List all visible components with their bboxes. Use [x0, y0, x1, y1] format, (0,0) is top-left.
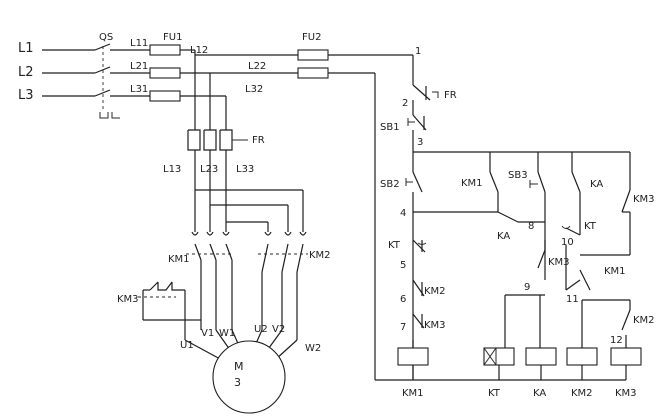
label-V2: V2 [272, 324, 285, 335]
label-FU2: FU2 [302, 32, 321, 43]
motor-M: M 3 [212, 340, 286, 414]
label-FU1: FU1 [163, 32, 182, 43]
label-SB2: SB2 [380, 179, 400, 190]
label-L23: L23 [200, 164, 218, 175]
coil-KA [525, 347, 557, 366]
label-KT-contact-top: KT [584, 221, 597, 232]
node-8: 8 [528, 221, 534, 232]
label-L1: L1 [18, 41, 34, 56]
label-KM1-contact-mid: KM1 [604, 266, 626, 277]
label-L2: L2 [18, 65, 34, 80]
button-SB3: SB3 [508, 152, 546, 280]
coil-KM2 [566, 347, 598, 366]
label-KM2-main: KM2 [309, 250, 331, 261]
node-12: 12 [610, 335, 623, 346]
label-KM3-main: KM3 [117, 294, 139, 305]
label-FR: FR [252, 135, 265, 146]
seal-in-KM1: KM1 [413, 151, 630, 212]
label-coil-KM2: KM2 [571, 388, 593, 399]
label-coil-KA: KA [533, 388, 546, 399]
label-L11: L11 [130, 38, 148, 49]
label-coil-KT: KT [488, 388, 501, 399]
label-KA-aux: KA [590, 179, 603, 190]
label-KM3-contact-mid: KM3 [548, 257, 570, 268]
supply-lines: L1 L2 L3 [18, 41, 95, 103]
label-W2: W2 [305, 343, 321, 354]
node-1: 1 [415, 46, 421, 57]
label-coil-KM3: KM3 [615, 388, 637, 399]
phase-wires [194, 50, 227, 130]
label-SB3: SB3 [508, 170, 528, 181]
contact-KT-top: KT 10 [561, 221, 597, 290]
label-U2: U2 [254, 324, 268, 335]
contactor-KM2-main: KM2 [258, 231, 331, 340]
node-10: 10 [561, 237, 574, 248]
coils: KM1 KT KA KM2 KM3 [375, 340, 642, 399]
motor-label-M: M [234, 360, 244, 373]
label-KM3-aux-top: KM3 [633, 194, 655, 205]
switch-QS: QS [94, 32, 150, 119]
thermal-relay-FR: FR L13 L23 L33 [163, 129, 265, 232]
label-KM2-interlock: KM2 [424, 286, 446, 297]
label-L22: L22 [248, 61, 266, 72]
label-KT-contact: KT [388, 240, 401, 251]
fuse-FU1: FU1 L11 L21 L31 [130, 32, 226, 102]
label-KM2-contact-right: KM2 [633, 315, 655, 326]
coil-KM1 [397, 347, 429, 366]
label-KM1-aux: KM1 [461, 178, 483, 189]
label-W1: W1 [219, 328, 235, 339]
node-5: 5 [400, 260, 406, 271]
node-3: 3 [417, 137, 423, 148]
chain-KT-KM2-KM3: KT 5 KM2 6 KM3 7 [388, 239, 446, 333]
label-L31: L31 [130, 84, 148, 95]
branch-node-11: KM1 11 KM2 12 [565, 266, 655, 348]
contact-KA: KA 8 [497, 211, 545, 242]
node-9: 9 [524, 282, 530, 293]
coil-KM3 [610, 347, 642, 366]
label-SB1: SB1 [380, 122, 400, 133]
label-KM1-main: KM1 [168, 254, 190, 265]
label-L12: L12 [190, 45, 208, 56]
label-L21: L21 [130, 61, 148, 72]
label-QS: QS [99, 32, 113, 43]
seal-in-KA: KA KM3 [571, 152, 655, 256]
label-coil-KM1: KM1 [402, 388, 424, 399]
label-L32: L32 [245, 84, 263, 95]
km2-feed [195, 189, 304, 232]
node-6: 6 [400, 294, 406, 305]
branch-node-9: KM3 9 [504, 240, 570, 348]
contactor-KM3-star: KM3 [117, 281, 201, 321]
label-L3: L3 [18, 88, 34, 103]
fuse-FU2: L12 L22 L32 FU2 [190, 32, 413, 380]
node-4: 4 [400, 208, 406, 219]
label-KM3-interlock: KM3 [424, 320, 446, 331]
label-FR-contact: FR [444, 90, 457, 101]
label-U1: U1 [180, 340, 194, 351]
node-7: 7 [400, 322, 406, 333]
label-L33: L33 [236, 164, 254, 175]
coil-KT [483, 347, 515, 366]
label-V1: V1 [201, 328, 214, 339]
node-11: 11 [566, 294, 579, 305]
motor-label-3: 3 [234, 376, 241, 389]
contactor-KM1-main: KM1 [168, 231, 233, 330]
label-KA-contact: KA [497, 231, 510, 242]
node-2: 2 [402, 98, 408, 109]
label-L13: L13 [163, 164, 181, 175]
